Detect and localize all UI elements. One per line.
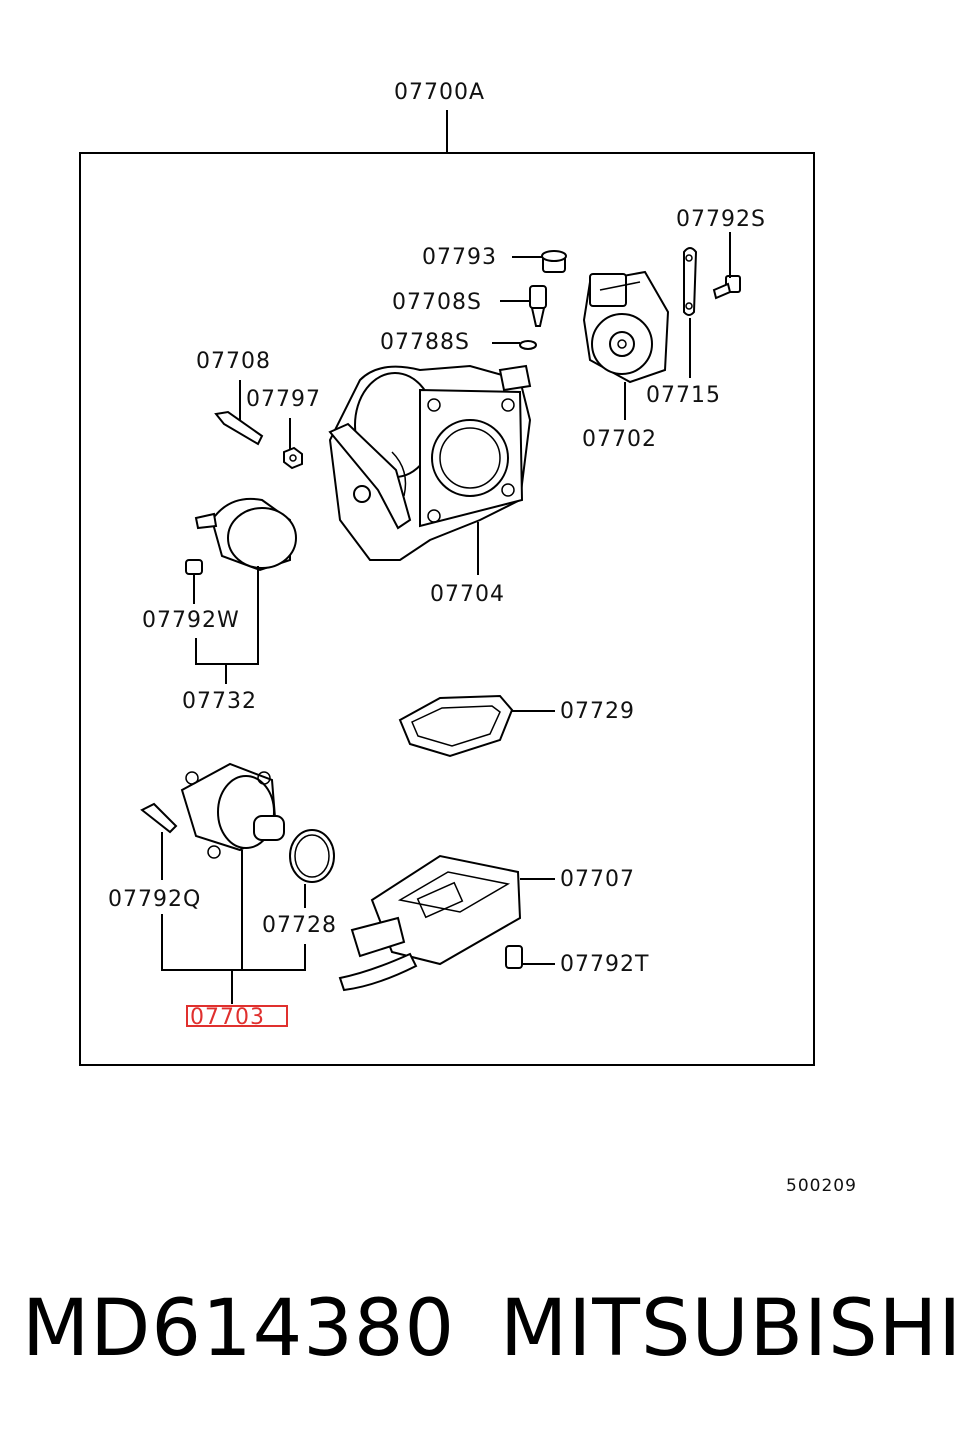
spring-07788S[interactable] xyxy=(519,340,537,350)
diagram-code: 500209 xyxy=(786,1176,857,1196)
nut-07797[interactable] xyxy=(283,446,303,470)
screw-07792W[interactable] xyxy=(185,559,203,575)
screw-07792S[interactable] xyxy=(712,275,741,300)
screw-07792T[interactable] xyxy=(505,945,523,969)
screw-07792Q[interactable] xyxy=(140,802,178,834)
highlight-box-07703 xyxy=(186,1005,288,1027)
label-07728[interactable]: 07728 xyxy=(262,913,337,938)
label-07700A[interactable]: 07700A xyxy=(394,80,485,105)
label-07792Q[interactable]: 07792Q xyxy=(108,887,201,912)
label-07792S[interactable]: 07792S xyxy=(676,207,766,232)
label-07732[interactable]: 07732 xyxy=(182,689,257,714)
housing-07707[interactable] xyxy=(338,854,522,992)
label-07708[interactable]: 07708 xyxy=(196,349,271,374)
label-07788S[interactable]: 07788S xyxy=(380,330,470,355)
label-07708S[interactable]: 07708S xyxy=(392,290,482,315)
label-07703[interactable]: 07703 xyxy=(190,1005,265,1030)
gasket-07729[interactable] xyxy=(398,694,514,758)
throttle-position-sensor[interactable] xyxy=(582,270,670,384)
label-07793[interactable]: 07793 xyxy=(422,245,497,270)
parts-diagram: 07700A 07702 07715 07792S 07793 07708S xyxy=(79,80,857,1196)
isc-servo-07703[interactable] xyxy=(180,762,285,859)
label-07715[interactable]: 07715 xyxy=(646,383,721,408)
label-07702[interactable]: 07702 xyxy=(582,427,657,452)
bolt-07708[interactable] xyxy=(214,410,264,446)
label-07729[interactable]: 07729 xyxy=(560,699,635,724)
screw-07708S[interactable] xyxy=(529,285,547,327)
o-ring-07728[interactable] xyxy=(289,829,335,883)
label-07797[interactable]: 07797 xyxy=(246,387,321,412)
bracket-07715[interactable] xyxy=(683,247,698,316)
actuator-07732[interactable] xyxy=(194,498,297,572)
part-number: MD614380 xyxy=(22,1284,456,1374)
label-07707[interactable]: 07707 xyxy=(560,867,635,892)
label-07704[interactable]: 07704 xyxy=(430,582,505,607)
throttle-body[interactable] xyxy=(328,364,532,561)
label-07792W[interactable]: 07792W xyxy=(142,608,240,633)
label-07792T[interactable]: 07792T xyxy=(560,952,649,977)
brand-name: MITSUBISHI xyxy=(500,1284,960,1374)
cap-07793[interactable] xyxy=(541,250,567,273)
